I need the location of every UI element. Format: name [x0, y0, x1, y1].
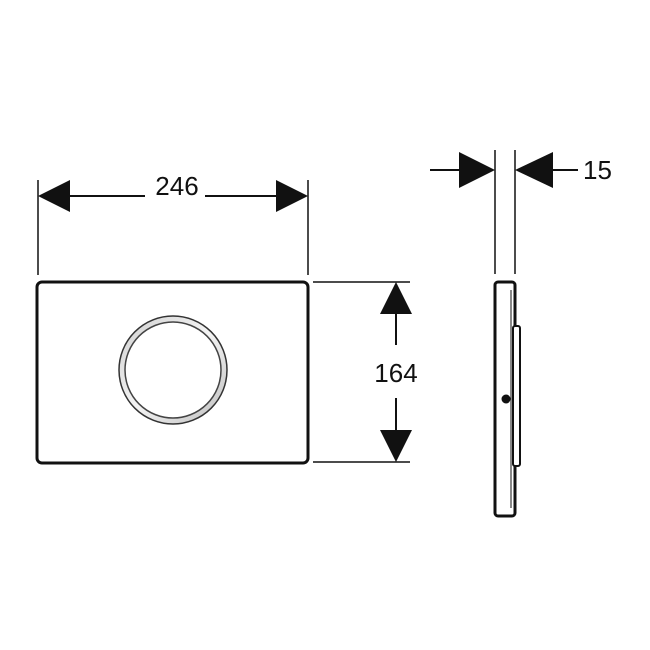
depth-dimension: 15: [430, 150, 612, 274]
width-dimension: 246: [37, 171, 309, 275]
height-arrow-bottom: [380, 430, 412, 462]
depth-arrow-right: [515, 152, 553, 188]
width-arrow-left: [38, 180, 70, 212]
height-label: 164: [374, 358, 417, 388]
depth-label: 15: [583, 155, 612, 185]
height-dimension: 164: [313, 281, 418, 463]
height-arrow-top: [380, 282, 412, 314]
side-rear-frame: [512, 325, 521, 467]
width-label: 246: [155, 171, 198, 201]
width-arrow-right: [276, 180, 308, 212]
depth-arrow-left: [459, 152, 495, 188]
side-view: [493, 280, 521, 518]
flush-button-face: [124, 321, 222, 419]
side-button-dot: [501, 394, 511, 404]
front-view: [35, 280, 310, 465]
